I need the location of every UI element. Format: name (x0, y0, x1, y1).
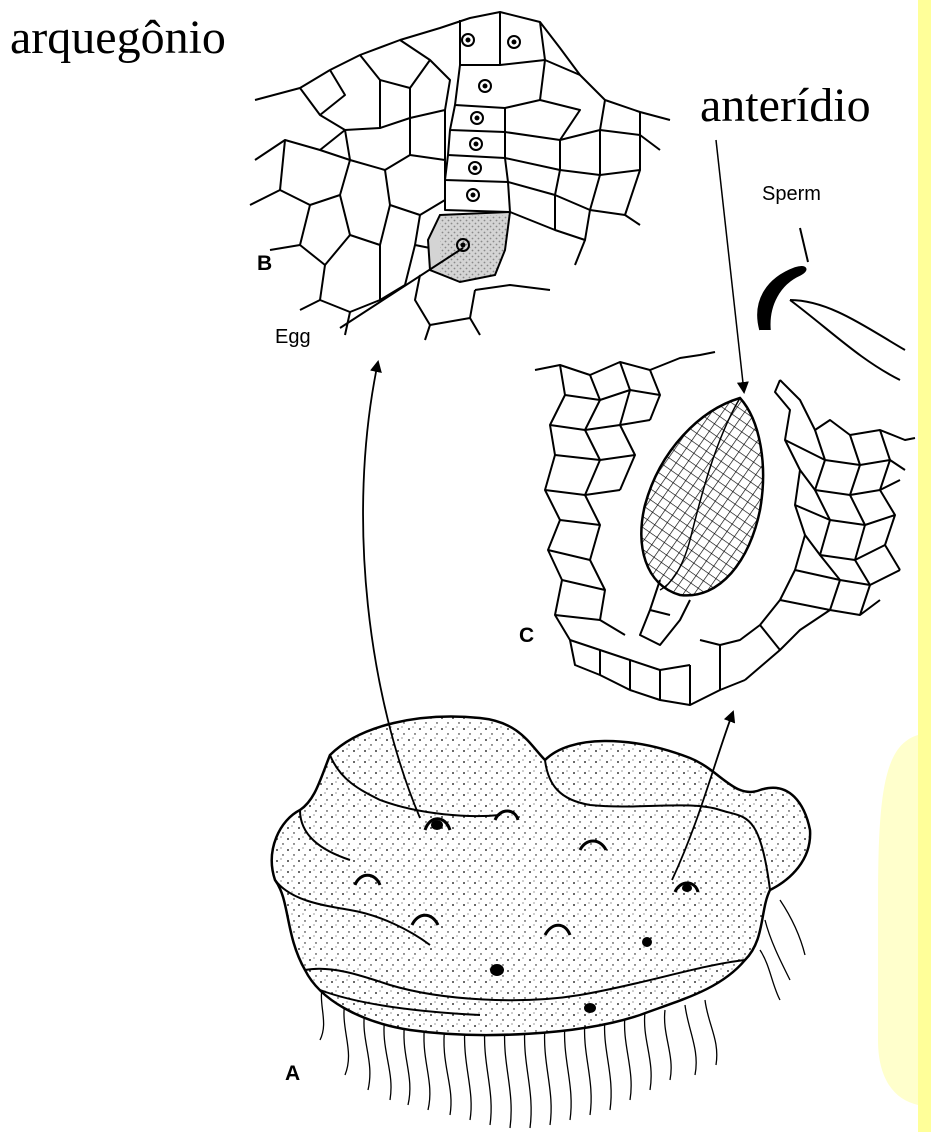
sperm-label: Sperm (762, 184, 821, 204)
antheridium-pointer-line (716, 140, 744, 392)
panel-b-label: B (257, 253, 272, 274)
highlight-bubble (878, 735, 918, 1105)
antheridium-title: anterídio (700, 82, 871, 130)
archegonium-cells (250, 12, 670, 340)
panel-a-label: A (285, 1063, 300, 1084)
archegonium-title: arquegônio (10, 14, 226, 62)
highlight-strip (918, 0, 931, 1132)
egg-leader-line (340, 248, 463, 328)
sperm-cell (758, 228, 905, 380)
panel-c-label: C (519, 625, 534, 646)
antheridium-body (641, 398, 763, 595)
egg-label: Egg (275, 327, 311, 347)
